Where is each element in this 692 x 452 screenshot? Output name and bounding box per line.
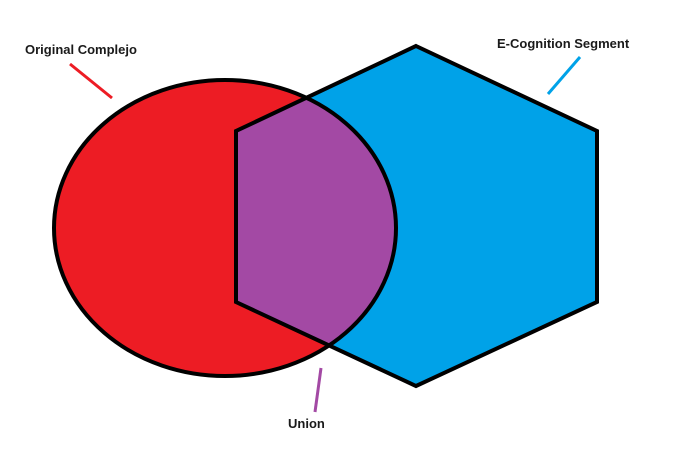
union-region bbox=[236, 80, 396, 376]
original-complejo-outline bbox=[52, 78, 398, 378]
ecognition-segment-label: E-Cognition Segment bbox=[497, 36, 630, 51]
original-pointer-line bbox=[69, 62, 113, 100]
union-pointer-line bbox=[313, 367, 323, 413]
segment-pointer-line bbox=[546, 56, 582, 95]
ecognition-segment-outline bbox=[234, 43, 599, 389]
union-label: Union bbox=[288, 416, 325, 431]
original-complejo-label: Original Complejo bbox=[25, 42, 137, 57]
